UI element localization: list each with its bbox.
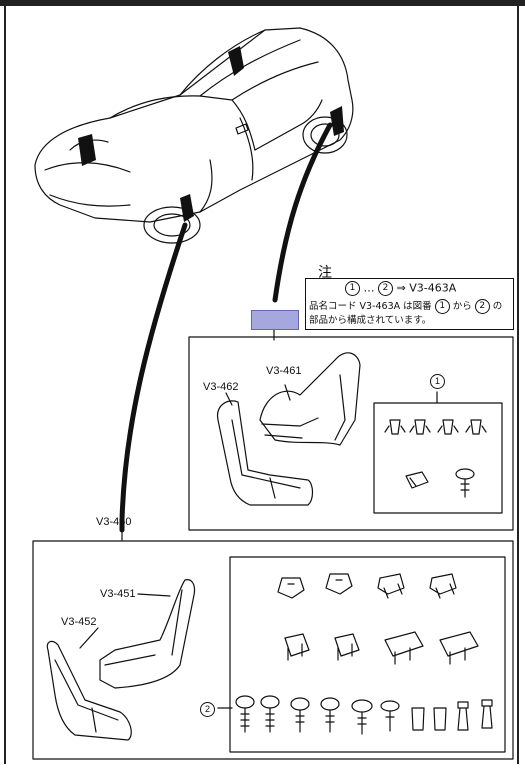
group2-screws <box>235 695 493 735</box>
note-line-2: 品名コード V3-463A は図番 1 から 2 の <box>309 299 502 314</box>
circled-number: 1 <box>345 281 360 296</box>
note-line-2-suffix: の <box>492 301 503 312</box>
leader-rear-arc <box>272 122 333 303</box>
circled-number: 2 <box>474 299 490 314</box>
note-line-2-prefix: 品名コード V3-463A は図番 <box>309 301 432 312</box>
range-separator: … <box>363 281 375 295</box>
note-line-2-mid: から <box>452 301 472 312</box>
note-line-3: 部品から構成されています。 <box>309 315 432 326</box>
rear-flap-462 <box>216 400 314 506</box>
label-v3-462: V3-462 <box>203 381 239 393</box>
circled-number: 2 <box>378 281 393 296</box>
top-border <box>0 0 525 6</box>
highlight-tag <box>251 310 299 330</box>
label-v3-451: V3-451 <box>100 588 136 600</box>
right-border <box>517 6 519 764</box>
leader-451 <box>137 593 171 597</box>
range-arrow: ⇒ <box>396 281 406 295</box>
label-v3-461: V3-461 <box>266 365 302 377</box>
leader-462 <box>225 392 233 406</box>
car-illustration <box>34 27 354 244</box>
circled-number: 1 <box>430 374 445 389</box>
group1-box <box>373 402 503 514</box>
range-code: V3-463A <box>409 281 457 295</box>
mudflap-marks <box>78 46 344 222</box>
leader-front-arc <box>119 222 188 533</box>
label-v3-452: V3-452 <box>61 616 97 628</box>
label-group2: 2 <box>200 702 215 717</box>
circled-number: 2 <box>200 702 215 717</box>
note-title: 注 <box>318 265 332 281</box>
leader-452 <box>79 627 99 649</box>
front-flap-451 <box>99 579 196 689</box>
circled-number: 1 <box>434 299 450 314</box>
rear-flap-461 <box>259 352 361 446</box>
group1-fasteners <box>384 419 487 498</box>
front-flap-452 <box>46 640 132 741</box>
label-v3-450: V3-450 <box>96 516 132 528</box>
group2-box <box>229 556 506 753</box>
front-panel-box <box>32 540 514 760</box>
rear-panel-box <box>188 336 514 531</box>
group2-clips <box>277 573 479 665</box>
leader-461 <box>284 384 291 401</box>
note-range-line: 1 … 2 ⇒ V3-463A <box>345 281 456 296</box>
label-group1: 1 <box>430 374 445 389</box>
left-border <box>4 6 6 764</box>
